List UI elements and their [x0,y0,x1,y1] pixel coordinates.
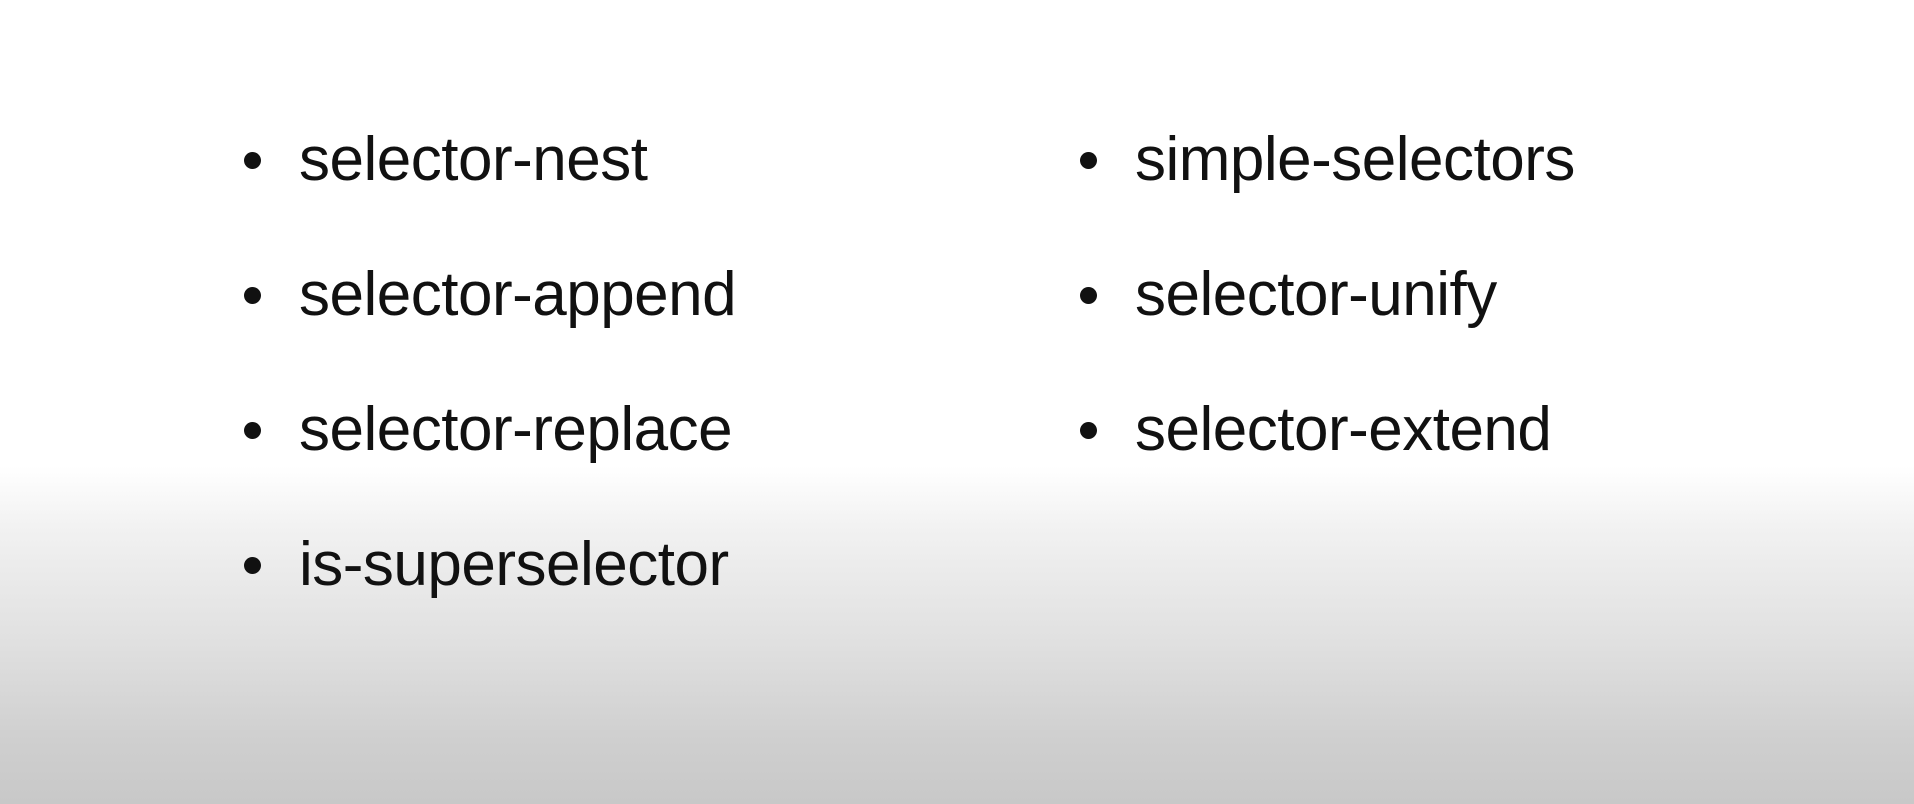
bullet-dot-icon [1080,287,1097,304]
bullet-item: selector-nest [238,118,736,253]
bullet-list-left: selector-nest selector-append selector-r… [238,118,737,658]
bullet-text: selector-extend [1135,395,1552,464]
bullet-dot-icon [1080,422,1097,439]
bullet-item: is-superselector [238,523,736,658]
bullet-item: selector-append [238,253,737,388]
bullet-list-right: simple-selectors selector-unify selector… [1074,118,1575,523]
bullet-dot-icon [244,152,261,169]
bullet-item: selector-replace [238,388,736,523]
bullet-dot-icon [244,422,261,439]
bullet-text: selector-append [299,260,737,329]
bullet-dot-icon [244,557,261,574]
bullet-text: is-superselector [299,530,729,599]
bullet-item: selector-extend [1074,388,1575,523]
bullet-item: selector-unify [1074,253,1575,388]
bullet-text: selector-replace [299,395,733,464]
bullet-text: selector-nest [299,125,648,194]
bullet-text: selector-unify [1135,260,1497,329]
bullet-item: simple-selectors [1074,118,1575,253]
bullet-text: simple-selectors [1135,125,1575,194]
bullet-dot-icon [244,287,261,304]
bullet-dot-icon [1080,152,1097,169]
